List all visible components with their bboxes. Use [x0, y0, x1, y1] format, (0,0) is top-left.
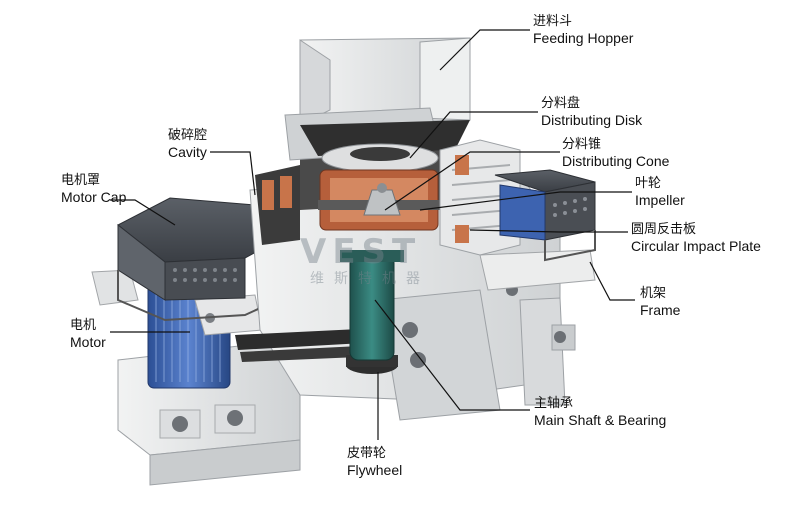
- label-feeding-hopper: 进料斗 Feeding Hopper: [533, 14, 633, 48]
- label-zh: 破碎腔: [168, 128, 208, 143]
- label-zh: 皮带轮: [347, 446, 387, 461]
- label-en: Distributing Cone: [562, 153, 670, 170]
- label-en: Feeding Hopper: [533, 30, 634, 47]
- label-motor-cap: 电机罩 Motor Cap: [61, 173, 126, 207]
- main-shaft: [340, 250, 404, 361]
- leader-distributing-disk: [409, 111, 538, 159]
- leader-cavity: [210, 151, 256, 196]
- label-zh: 电机罩: [61, 173, 101, 188]
- label-distributing-disk: 分料盘 Distributing Disk: [541, 96, 642, 130]
- label-main-shaft: 主轴承 Main Shaft & Bearing: [534, 396, 666, 430]
- label-en: Motor: [70, 334, 106, 351]
- leader-motor-cap: [110, 199, 176, 226]
- label-en: Impeller: [635, 192, 685, 209]
- label-zh: 分料锥: [562, 137, 602, 152]
- feeding-hopper: [284, 37, 471, 161]
- label-zh: 叶轮: [635, 176, 662, 191]
- distributing-cone: [363, 183, 401, 216]
- watermark-brand: VEST: [300, 232, 422, 272]
- label-en: Cavity: [168, 144, 207, 161]
- leader-lines: [110, 29, 635, 440]
- label-circular-impact-plate: 圆周反击板 Circular Impact Plate: [631, 222, 761, 256]
- label-en: Distributing Disk: [541, 112, 643, 129]
- leader-main-shaft: [374, 299, 530, 411]
- leader-impeller: [419, 191, 632, 211]
- label-zh: 圆周反击板: [631, 222, 697, 237]
- label-flywheel: 皮带轮 Flywheel: [347, 446, 402, 480]
- label-zh: 主轴承: [534, 396, 574, 411]
- label-distributing-cone: 分料锥 Distributing Cone: [562, 137, 669, 171]
- label-cavity: 破碎腔 Cavity: [168, 128, 207, 162]
- label-en: Motor Cap: [61, 189, 127, 206]
- leader-frame: [589, 261, 635, 301]
- label-en: Circular Impact Plate: [631, 238, 761, 255]
- leader-distributing-cone: [384, 151, 560, 211]
- watermark-zh: 维斯特机器: [310, 271, 430, 287]
- leader-impact-plate: [469, 229, 628, 233]
- label-frame: 机架 Frame: [640, 286, 680, 320]
- label-zh: 分料盘: [541, 96, 581, 111]
- leader-feeding-hopper: [439, 29, 530, 71]
- label-impeller: 叶轮 Impeller: [635, 176, 685, 210]
- distributing-disk: [321, 143, 439, 173]
- belt-drive: [235, 328, 382, 362]
- label-zh: 电机: [70, 318, 97, 333]
- label-en: Flywheel: [347, 462, 403, 479]
- label-zh: 机架: [640, 286, 667, 301]
- label-zh: 进料斗: [533, 14, 573, 29]
- label-en: Main Shaft & Bearing: [534, 412, 667, 429]
- label-en: Frame: [640, 302, 681, 319]
- label-motor: 电机 Motor: [70, 318, 106, 352]
